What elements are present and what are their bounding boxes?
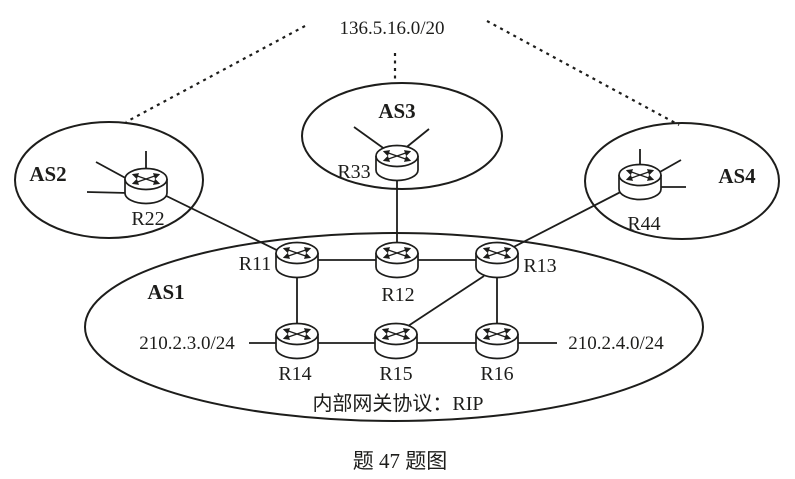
router-icon-r16	[476, 324, 518, 359]
router-label-r14: R14	[278, 363, 311, 385]
router-label-r16: R16	[480, 363, 513, 385]
as3-label: AS3	[378, 99, 415, 123]
as3-boundary-ellipse	[301, 82, 503, 190]
router-icon-r44	[619, 165, 661, 200]
network-label-left: 210.2.3.0/24	[139, 333, 235, 354]
as1-label: AS1	[147, 280, 184, 304]
stub-r22-left	[86, 191, 129, 194]
as4-label: AS4	[718, 164, 756, 188]
router-icon-r13	[476, 243, 518, 278]
router-label-r15: R15	[379, 363, 412, 385]
router-icon-r15	[375, 324, 417, 359]
link-r44-r13	[499, 181, 641, 255]
router-label-r22: R22	[131, 208, 164, 230]
as4-boundary-ellipse	[584, 122, 780, 240]
link-r22-r11	[145, 185, 298, 261]
as2-label: AS2	[29, 162, 66, 186]
router-label-r33: R33	[337, 161, 370, 183]
router-icon-r11	[276, 243, 318, 278]
as2-boundary-ellipse	[14, 121, 204, 239]
network-label-right: 210.2.4.0/24	[568, 333, 664, 354]
router-label-r44: R44	[627, 213, 660, 235]
router-label-r11: R11	[239, 253, 272, 275]
link-r13-r15	[401, 275, 485, 331]
router-icon-r33	[376, 146, 418, 181]
as1-boundary-ellipse	[84, 232, 704, 422]
router-icon-r12	[376, 243, 418, 278]
stub-r33-upleft	[353, 126, 387, 151]
supernet-label: 136.5.16.0/20	[339, 18, 444, 39]
igp-label: 内部网关协议：RIP	[312, 392, 483, 415]
figure-caption: 题 47 题图	[353, 449, 448, 473]
router-icon-r14	[276, 324, 318, 359]
dotted-line-supernet-to-as2	[125, 25, 306, 123]
router-label-r12: R12	[381, 284, 414, 306]
router-icon-r22	[125, 169, 167, 204]
router-label-r13: R13	[523, 255, 556, 277]
dotted-line-supernet-to-as4	[486, 20, 680, 126]
